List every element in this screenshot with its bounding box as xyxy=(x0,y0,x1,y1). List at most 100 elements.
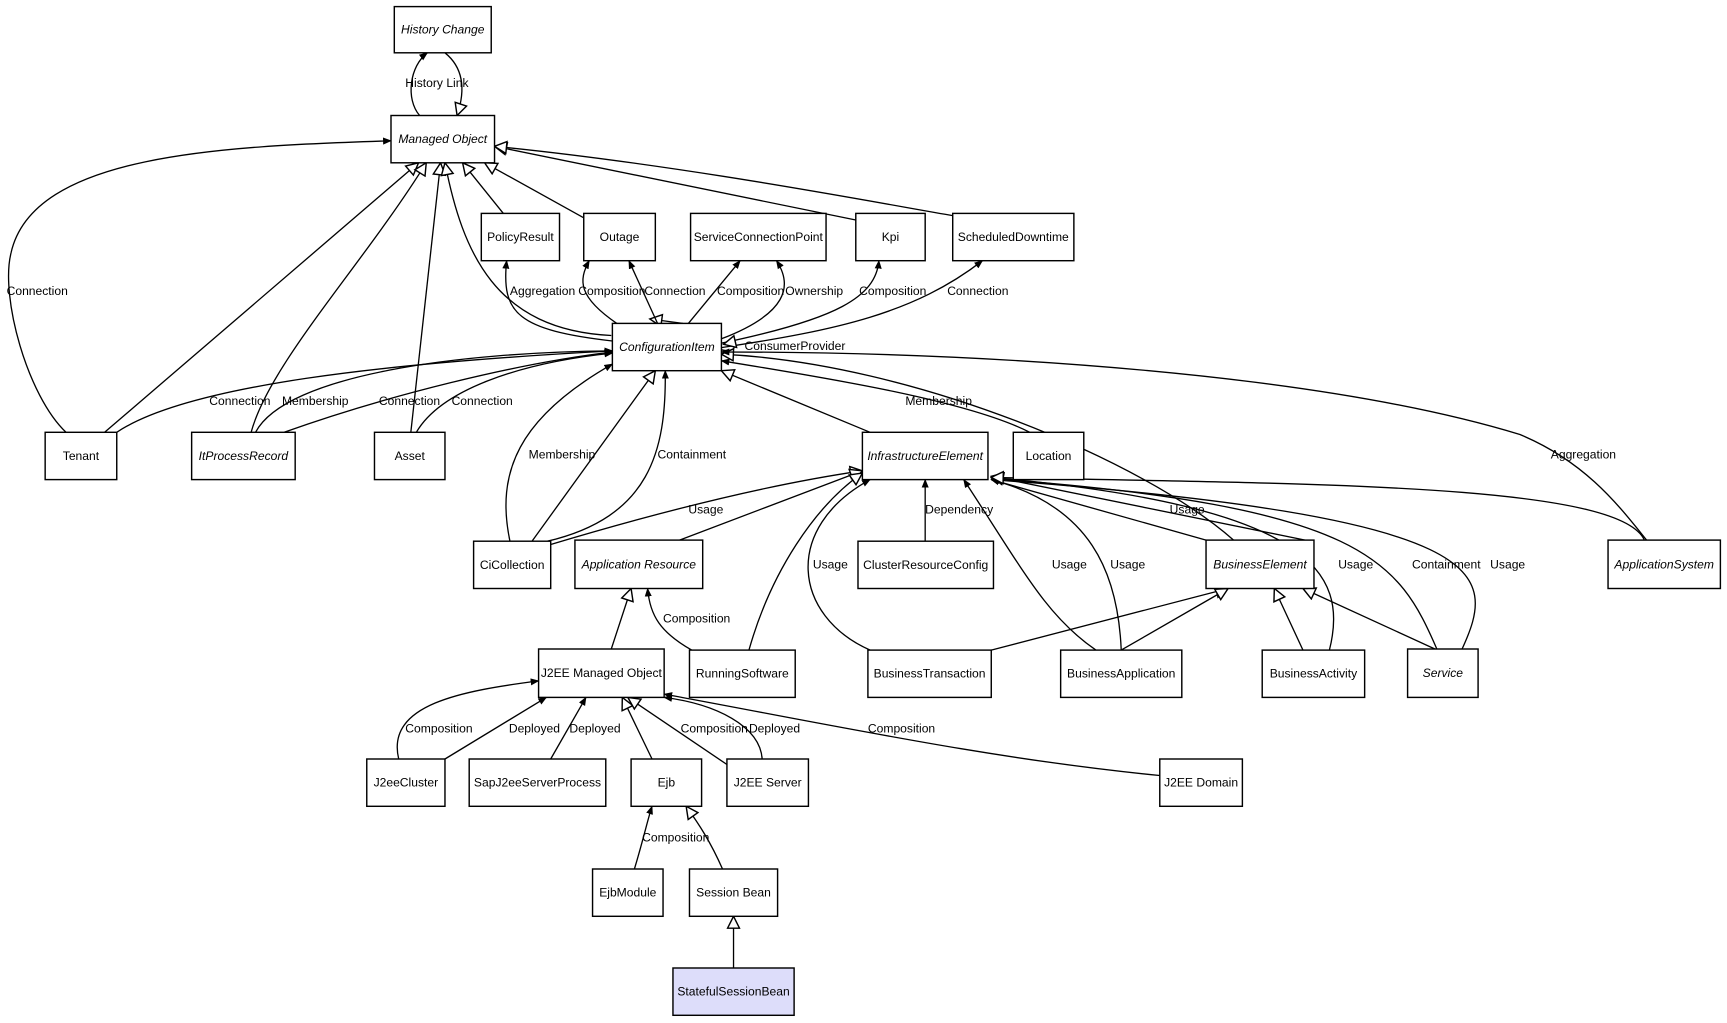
generalization-edge-e40 xyxy=(991,476,1306,541)
edge-line xyxy=(644,587,693,651)
edge-line xyxy=(628,697,728,766)
association-edge-e24 xyxy=(415,350,614,433)
class-node-buselem[interactable]: BusinessElement xyxy=(1205,539,1315,590)
class-name: RunningSoftware xyxy=(696,667,789,681)
class-node-sapj2ee[interactable]: SapJ2eeServerProcess xyxy=(468,758,607,808)
class-name: ServiceConnectionPoint xyxy=(694,230,824,244)
class-name: Managed Object xyxy=(398,132,487,146)
edge-label: Membership xyxy=(529,448,596,462)
generalization-edge-e32 xyxy=(550,471,863,546)
generalization-edge-e08 xyxy=(463,163,504,214)
association-edge-e43 xyxy=(990,476,1476,651)
class-node-kpi[interactable]: Kpi xyxy=(855,212,926,262)
class-box xyxy=(726,758,810,808)
edge-line xyxy=(116,347,614,433)
class-node-managed[interactable]: Managed Object xyxy=(390,114,496,164)
generalization-edge-e06 xyxy=(410,163,441,433)
class-node-sbean[interactable]: Session Bean xyxy=(688,868,779,918)
class-node-j2eecl[interactable]: J2eeCluster xyxy=(366,758,446,808)
class-node-j2eesrv[interactable]: J2EE Server xyxy=(726,758,810,808)
association-edge-e23 xyxy=(283,349,614,433)
association-edge-e03 xyxy=(7,137,392,433)
class-node-outage[interactable]: Outage xyxy=(583,212,657,262)
edge-label: History Link xyxy=(405,76,469,90)
edge-line xyxy=(547,369,669,542)
edge-label: Usage xyxy=(1110,558,1145,572)
class-box xyxy=(689,212,827,262)
association-edge-e58 xyxy=(633,805,653,870)
class-node-appres[interactable]: Application Resource xyxy=(574,539,704,590)
edge-line xyxy=(663,694,763,760)
generalization-edge-e46 xyxy=(1120,589,1228,651)
edge-line xyxy=(254,347,614,433)
edge-label: Connection xyxy=(379,394,440,408)
edge-line xyxy=(721,260,984,349)
class-node-service[interactable]: Service xyxy=(1406,648,1479,699)
edge-label: Ownership xyxy=(785,284,843,298)
class-name: Outage xyxy=(600,230,640,244)
class-node-ejbmod[interactable]: EjbModule xyxy=(591,868,664,918)
edge-label: Composition xyxy=(405,722,472,736)
edge-line xyxy=(396,678,540,760)
class-box xyxy=(1205,539,1315,590)
class-node-crc[interactable]: ClusterResourceConfig xyxy=(857,540,995,590)
generalization-edge-e26 xyxy=(531,371,655,542)
association-edge-e29 xyxy=(720,358,1031,433)
edge-line xyxy=(415,350,614,433)
class-node-sfsb[interactable]: StatefulSessionBean xyxy=(672,967,795,1017)
class-node-policy[interactable]: PolicyResult xyxy=(480,212,561,262)
class-node-itproc[interactable]: ItProcessRecord xyxy=(190,431,296,481)
class-node-j2eemo[interactable]: J2EE Managed Object xyxy=(537,648,665,699)
generalization-edge-e47 xyxy=(1274,589,1304,651)
class-node-bustx[interactable]: BusinessTransaction xyxy=(867,649,992,699)
edge-line xyxy=(502,259,613,342)
class-box xyxy=(390,114,496,164)
class-node-asset[interactable]: Asset xyxy=(373,431,446,481)
class-node-j2eedom[interactable]: J2EE Domain xyxy=(1159,758,1244,808)
association-edge-e25 xyxy=(505,363,614,542)
class-node-busact[interactable]: BusinessActivity xyxy=(1261,649,1366,699)
edge-line xyxy=(991,476,1306,541)
class-node-appsys[interactable]: ApplicationSystem xyxy=(1607,539,1722,590)
association-edge-e01 xyxy=(410,52,429,116)
class-node-busapp[interactable]: BusinessApplication xyxy=(1059,649,1183,699)
class-node-tenant[interactable]: Tenant xyxy=(44,431,118,481)
class-name: J2EE Domain xyxy=(1164,776,1238,790)
edge-line xyxy=(991,589,1228,651)
class-node-sched[interactable]: ScheduledDowntime xyxy=(951,212,1075,262)
class-box xyxy=(688,868,779,918)
edge-line xyxy=(721,371,871,433)
class-box xyxy=(393,5,492,54)
class-box xyxy=(468,758,607,808)
class-node-history[interactable]: History Change xyxy=(393,5,492,54)
edge-label: Usage xyxy=(1170,503,1205,517)
edge-line xyxy=(628,259,659,324)
class-node-cicoll[interactable]: CiCollection xyxy=(472,540,552,590)
class-name: J2EE Managed Object xyxy=(541,666,663,680)
generalization-edge-e45 xyxy=(991,589,1228,651)
class-node-ejb[interactable]: Ejb xyxy=(630,758,703,808)
edge-line xyxy=(622,697,653,760)
class-name: Asset xyxy=(395,449,426,463)
generalization-edge-e30 xyxy=(721,354,1235,541)
edge-line xyxy=(963,478,1097,651)
class-name: ItProcessRecord xyxy=(199,449,290,463)
class-node-infra[interactable]: InfrastructureElement xyxy=(861,431,989,481)
class-node-ci[interactable]: ConfigurationItem xyxy=(611,322,723,372)
class-box xyxy=(1607,539,1722,590)
edge-label: Connection xyxy=(644,284,705,298)
class-box xyxy=(1059,649,1183,699)
edge-line xyxy=(531,371,655,542)
class-node-running[interactable]: RunningSoftware xyxy=(688,649,796,699)
class-name: Service xyxy=(1423,666,1464,680)
class-name: Session Bean xyxy=(696,886,771,900)
generalization-edge-e11 xyxy=(495,146,953,217)
edge-label: Composition xyxy=(663,612,730,626)
class-box xyxy=(472,540,552,590)
edge-line xyxy=(721,259,882,344)
class-node-scp[interactable]: ServiceConnectionPoint xyxy=(689,212,827,262)
edge-label: Aggregation xyxy=(1551,448,1616,462)
edge-line xyxy=(495,146,856,221)
class-node-location[interactable]: Location xyxy=(1012,431,1085,481)
edge-line xyxy=(721,354,1235,541)
